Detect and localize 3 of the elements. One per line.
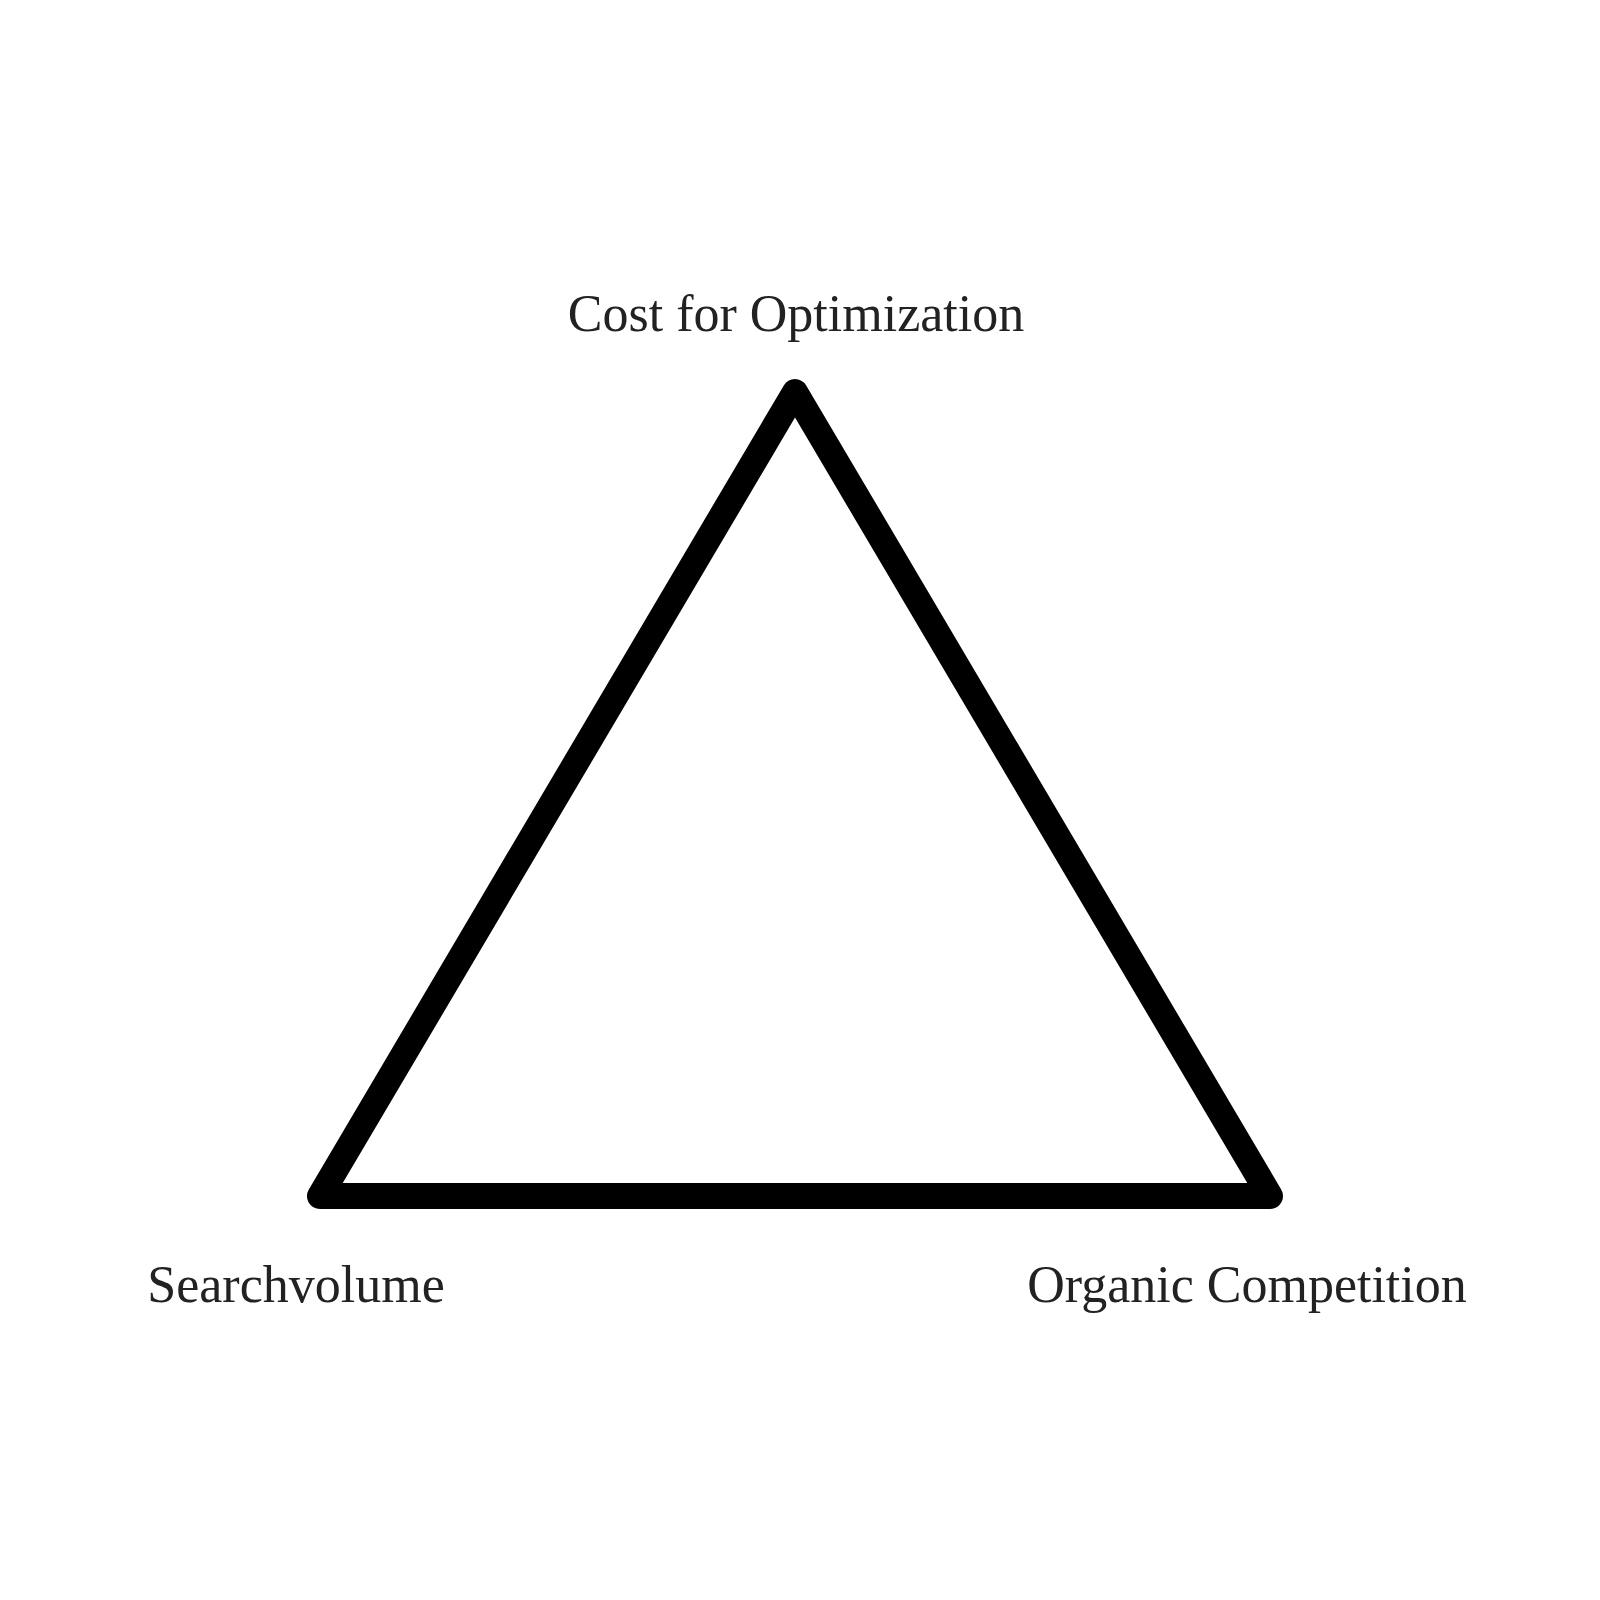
vertex-label: Cost for Optimization	[567, 285, 1025, 343]
vertex-label: Searchvolume	[147, 1256, 445, 1314]
vertex-label: Organic Competition	[1027, 1256, 1467, 1314]
